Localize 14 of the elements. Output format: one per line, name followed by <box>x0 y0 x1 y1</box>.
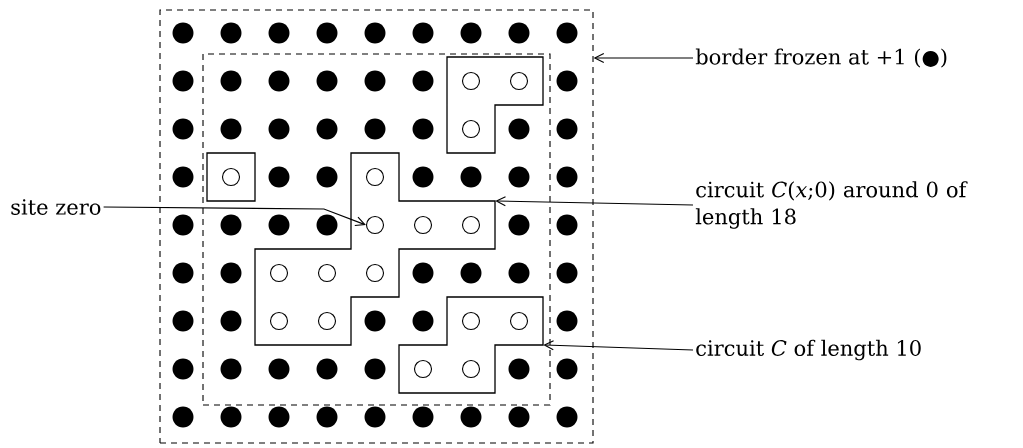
circuit-outline <box>398 296 544 394</box>
circuit-outline <box>446 56 544 154</box>
callout-text: site zero <box>11 199 101 215</box>
site-circle <box>365 215 385 235</box>
callout-text: circuit C(x;0) around 0 of length 18 <box>695 181 968 229</box>
circuit-outline <box>254 152 496 346</box>
arrow <box>495 196 694 207</box>
arrow <box>543 340 694 351</box>
callout-text: border frozen at +1 (●) <box>695 48 947 68</box>
inner-region-border <box>202 53 551 406</box>
arrow <box>593 52 694 64</box>
callout-text: circuit C of length 10 <box>696 339 921 361</box>
arrow <box>103 206 366 227</box>
circuit-outline <box>206 152 256 202</box>
